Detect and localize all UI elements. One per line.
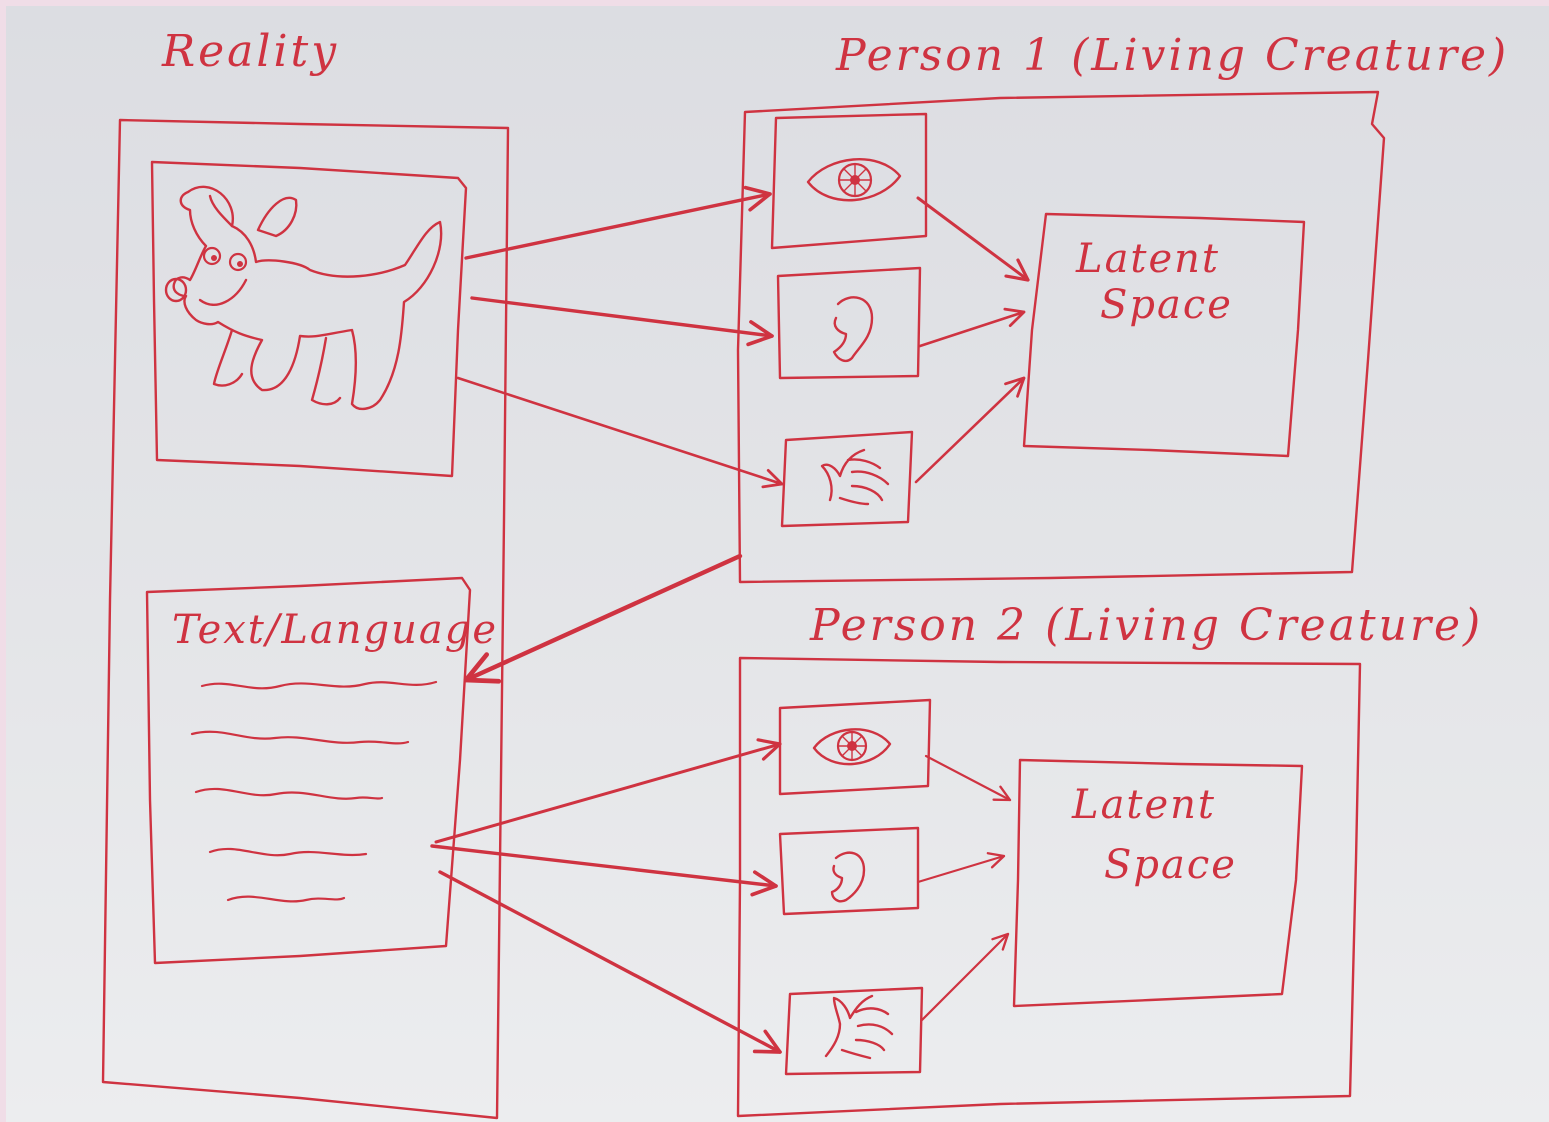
arrow-dog-to-hand1: [456, 376, 784, 489]
arrow-ear-to-latent2: [916, 852, 1006, 884]
dog-eye-right: [228, 252, 248, 272]
text-line-2: [190, 730, 410, 745]
person2-hand-box: [784, 986, 924, 1076]
person2-latent-box: [1012, 758, 1304, 1008]
dog-smile: [198, 278, 248, 306]
text-line-5: [226, 895, 346, 903]
person2-ear-sense: [778, 826, 920, 916]
person1-latent-box: [1022, 212, 1306, 458]
text-line-4: [208, 847, 368, 857]
perception-arrows: [430, 185, 784, 1054]
dog-picture-panel: [150, 160, 468, 478]
dog-ear-left: [208, 194, 234, 228]
person1-eye-sense: [770, 112, 928, 250]
reality-title: Reality: [161, 26, 339, 77]
person1-eye-box: [770, 112, 928, 250]
person2-eye-box: [778, 698, 932, 796]
arrow-eye-to-latent1: [916, 196, 1030, 282]
person1-frame: [736, 90, 1386, 584]
arrow-dog-to-eye1: [464, 185, 772, 260]
paper-background: [6, 6, 1549, 1122]
person1-ear-sense: [776, 266, 922, 380]
person1-eye-icon: [806, 158, 902, 202]
arrow-text-to-ear2: [430, 844, 778, 897]
dog-pupil-right: [237, 261, 243, 267]
person2-eye-icon: [812, 728, 892, 766]
dog-pupil-left: [211, 255, 217, 261]
reality-section: Reality: [101, 26, 510, 1120]
person2-ear-box: [778, 826, 920, 916]
person2-title: Person 2 (Living Creature): [809, 600, 1483, 651]
person1-ear-icon: [832, 296, 874, 363]
person2-latent-space: Latent Space: [1012, 758, 1304, 1008]
person1-hand-icon: [820, 448, 890, 506]
arrow-eye-to-latent2: [924, 754, 1012, 802]
person2-ear-icon: [830, 851, 866, 903]
arrow-text-to-hand2: [438, 870, 782, 1054]
text-language-title: Text/Language: [172, 607, 498, 653]
person1-ear-box: [776, 266, 922, 380]
person1-latent-space: Latent Space: [1022, 212, 1306, 458]
person2-latent-label-line1: Latent: [1071, 782, 1216, 828]
person2-eye-sense: [778, 698, 932, 796]
text-lines: [190, 680, 438, 903]
dog-ear-right: [256, 196, 298, 238]
person2-iris-lines: [837, 731, 867, 761]
text-language-panel: Text/Language: [145, 576, 498, 965]
arrow-ear-to-latent1: [918, 307, 1026, 348]
person2-frame: [736, 656, 1362, 1118]
dog-back-leg: [310, 336, 342, 406]
arrow-hand-to-latent2: [920, 932, 1010, 1022]
text-panel-frame: [145, 576, 472, 965]
reality-frame: [101, 118, 510, 1120]
dog-drawing: [164, 185, 443, 411]
person2-latent-label-line2: Space: [1104, 842, 1237, 888]
person1-title: Person 1 (Living Creature): [835, 30, 1509, 81]
person1-section: Person 1 (Living Creature) Latent: [736, 30, 1509, 584]
arrow-text-to-eye2: [434, 738, 782, 844]
person1-latent-label-line2: Space: [1100, 282, 1233, 328]
arrow-dog-to-ear1: [470, 296, 774, 347]
arrow-person1-to-text: [463, 553, 743, 684]
person2-section: Person 2 (Living Creature) Latent: [736, 600, 1483, 1118]
dog-nose: [164, 277, 188, 303]
person1-hand-box: [780, 430, 914, 528]
person2-hand-sense: [784, 986, 924, 1076]
dog-front-leg: [212, 328, 244, 387]
person1-internal-arrows: [914, 196, 1030, 484]
dog-eye-left: [202, 246, 222, 266]
arrow-hand-to-latent1: [914, 376, 1026, 484]
person2-hand-icon: [824, 994, 894, 1060]
dog-body-outline: [172, 185, 443, 411]
dog-panel-frame: [150, 160, 468, 478]
text-line-3: [194, 787, 384, 800]
person1-hand-sense: [780, 430, 914, 528]
person1-iris-lines: [838, 163, 872, 197]
person1-latent-label-line1: Latent: [1075, 236, 1220, 282]
person2-internal-arrows: [916, 754, 1012, 1022]
text-line-1: [200, 680, 438, 690]
